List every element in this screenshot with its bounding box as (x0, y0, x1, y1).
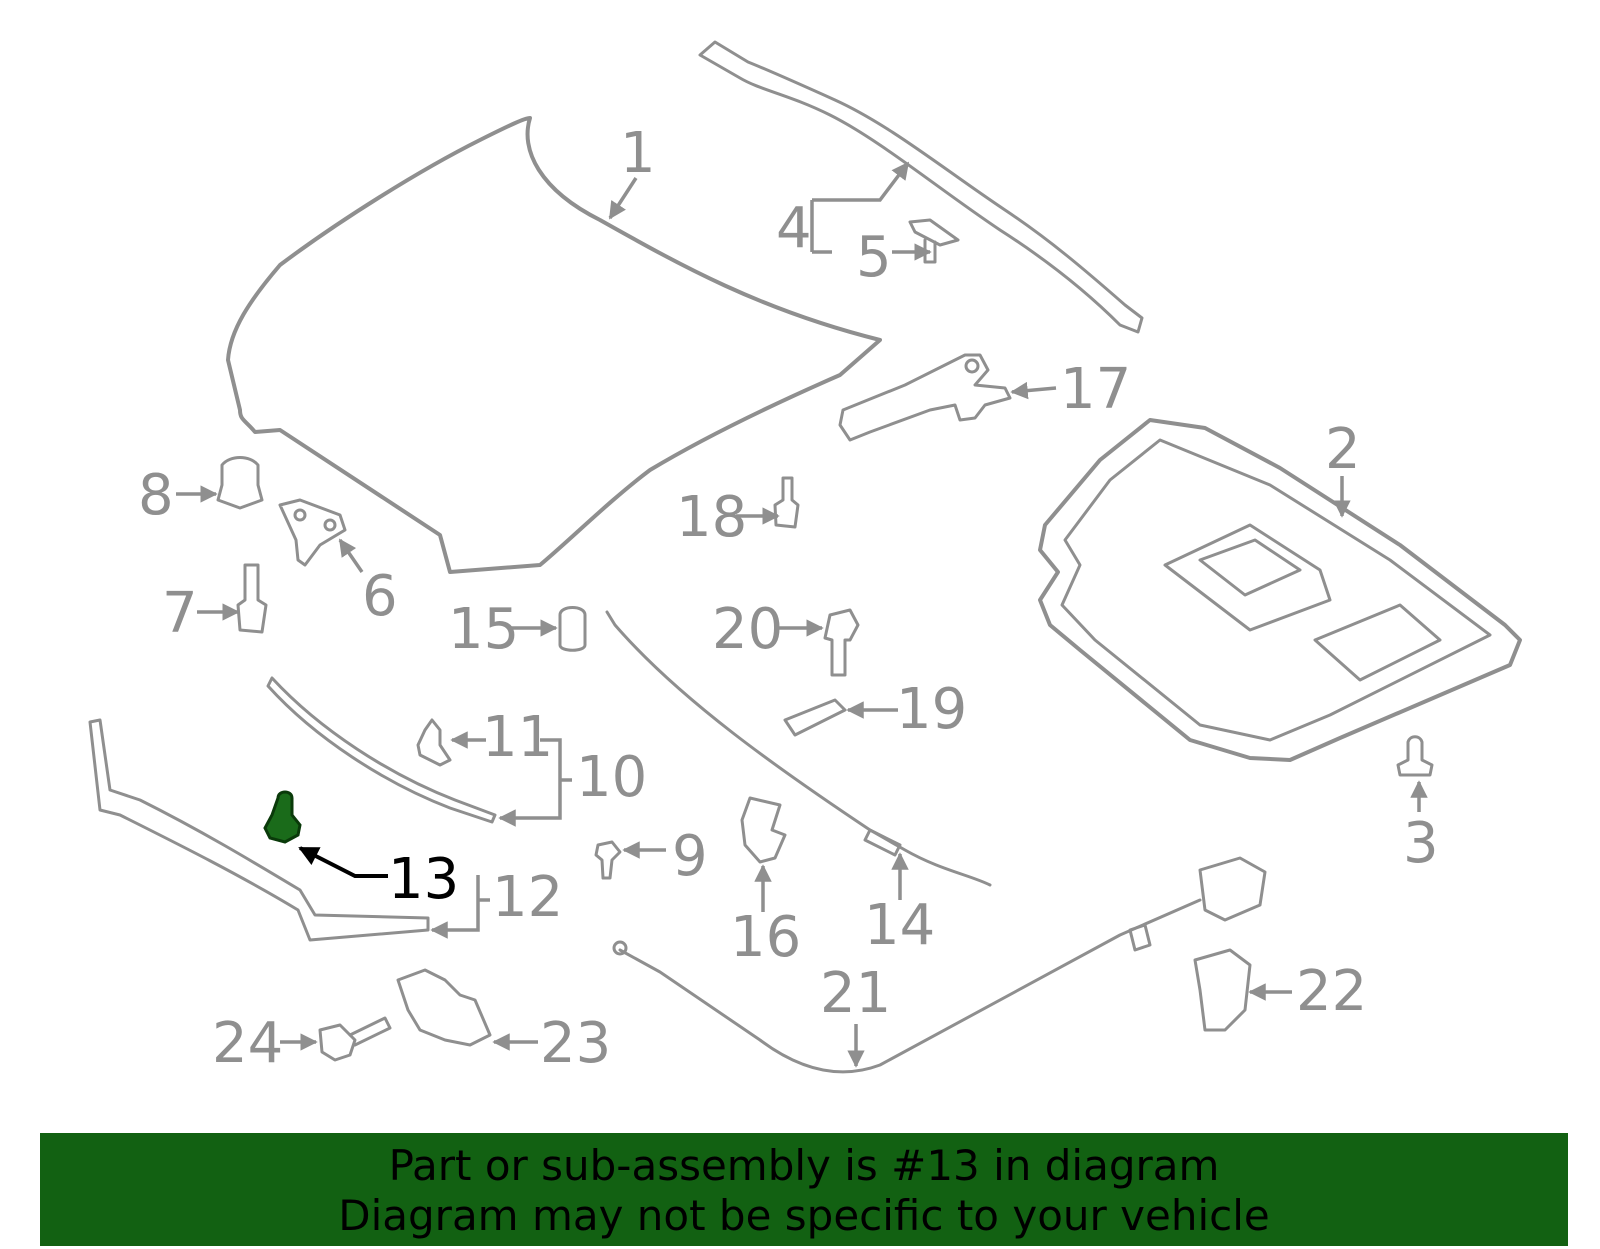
part-3-pushpin (1396, 735, 1434, 777)
callout-22: 22 (1296, 959, 1367, 1024)
part-13-clip-highlighted (263, 790, 302, 844)
callout-16: 16 (730, 905, 801, 970)
callout-18: 18 (676, 485, 747, 550)
part-9-pin (594, 840, 622, 880)
part-24-bolt (318, 1016, 392, 1062)
part-1-hood (226, 116, 882, 574)
callout-20: 20 (712, 597, 783, 662)
callout-13: 13 (388, 847, 459, 912)
callout-11: 11 (482, 705, 553, 770)
part-18-bolt (773, 476, 800, 529)
callout-labels: 1 2 3 4 5 6 7 8 9 10 11 12 13 14 15 16 1… (138, 121, 1439, 1076)
callout-19: 19 (896, 677, 967, 742)
part-21-cable (612, 898, 1202, 1074)
part-4-seal (698, 40, 1144, 334)
callout-23: 23 (540, 1011, 611, 1076)
callout-4: 4 (776, 196, 812, 261)
callout-12: 12 (492, 865, 563, 930)
callout-5: 5 (856, 225, 892, 290)
part-11-clip (416, 718, 452, 767)
info-banner: Part or sub-assembly is #13 in diagram D… (40, 1133, 1568, 1246)
part-19-plate (783, 698, 847, 737)
callout-6: 6 (362, 564, 398, 629)
callout-2: 2 (1325, 417, 1361, 482)
callout-10: 10 (576, 745, 647, 810)
callout-1: 1 (620, 121, 656, 186)
callout-24: 24 (212, 1011, 283, 1076)
callout-9: 9 (672, 824, 708, 889)
callout-3: 3 (1403, 811, 1439, 876)
part-7-bolt (236, 563, 268, 634)
callout-8: 8 (138, 463, 174, 528)
banner-line-2: Diagram may not be specific to your vehi… (338, 1191, 1270, 1240)
callout-14: 14 (864, 893, 935, 958)
part-14-prop-rod (605, 610, 992, 887)
part-6-bracket (278, 498, 347, 567)
leader-lines (176, 161, 1428, 1068)
part-15-bumper (558, 606, 587, 652)
part-16-release (740, 796, 787, 864)
leader-13-highlighted (298, 846, 388, 878)
part-22-latch (1193, 856, 1267, 1032)
part-2-insulator (1038, 418, 1522, 762)
callout-17: 17 (1060, 357, 1131, 422)
part-8-nut (216, 456, 264, 510)
callout-21: 21 (820, 961, 891, 1026)
callout-15: 15 (448, 597, 519, 662)
callout-7: 7 (162, 581, 198, 646)
part-10-seal (266, 676, 497, 824)
part-20-bolt (823, 608, 860, 677)
part-17-hinge (838, 353, 1012, 442)
banner-line-1: Part or sub-assembly is #13 in diagram (388, 1141, 1220, 1190)
part-5-clip (908, 218, 960, 264)
part-12-seal (88, 718, 430, 942)
part-23-catch (396, 968, 492, 1047)
